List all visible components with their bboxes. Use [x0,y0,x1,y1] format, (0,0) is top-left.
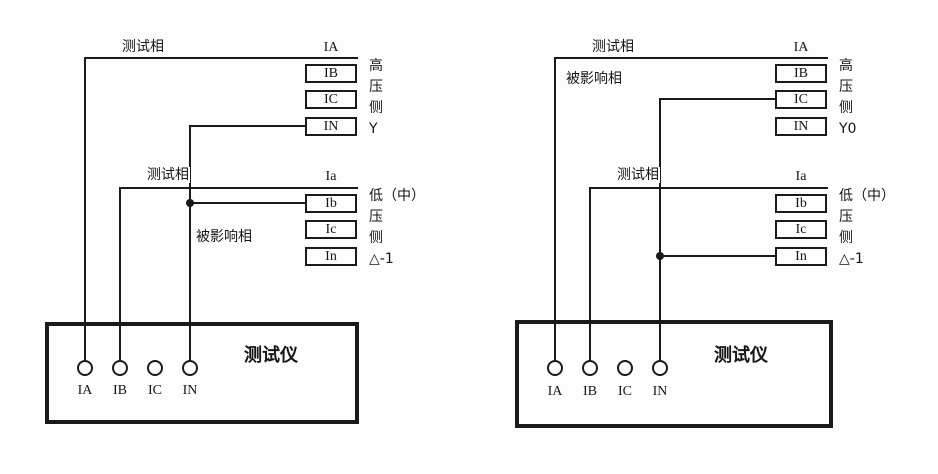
label-test-phase-top: 测试相 [121,39,165,55]
terminal-box-high-IB: IB [305,64,357,83]
terminal-high-IA: IA [323,40,339,55]
tester-terminal-label-IN: IN [182,383,198,398]
caption-low-side: 低（中） 压 侧 △-1 [839,186,895,270]
caption-char: 低（中） [839,188,895,204]
tester-terminal-IA [77,360,93,376]
terminal-high-IA: IA [793,40,809,55]
terminal-box-high-IN: IN [775,117,827,136]
caption-high-side: 高 压 侧 Y0 [839,56,856,140]
junction-dot-right [656,252,664,260]
tester-terminal-label-IN: IN [652,384,668,399]
terminal-box-low-In: In [305,247,357,266]
caption-char: 侧 [839,100,853,116]
terminal-box-low-Ib: Ib [305,194,357,213]
wire-left-testerIA-to-highIA [84,57,358,59]
label-affected-phase: 被影响相 [565,71,623,87]
terminal-box-high-IB: IB [775,64,827,83]
tester-box-right [515,320,833,428]
tester-terminal-label-IC: IC [148,383,162,398]
wire-left-testerIA-riser [84,57,86,360]
tester-box-left [45,322,359,424]
tester-terminal-IC [617,360,633,376]
tester-terminal-label-IB: IB [113,383,127,398]
caption-char: 侧 [839,230,853,246]
wire-right-branch-to-lowIn [659,255,776,257]
caption-char: △-1 [369,251,394,267]
caption-char: Y0 [839,121,857,137]
caption-char: 高 [369,58,383,74]
caption-low-side: 低（中） 压 侧 △-1 [369,186,425,270]
tester-terminal-label-IC: IC [618,384,632,399]
tester-terminal-IN [182,360,198,376]
terminal-low-Ia: Ia [795,169,807,184]
label-test-phase-mid: 测试相 [146,167,190,183]
caption-char: 侧 [369,230,383,246]
wire-left-testerIN-to-highIN [189,125,306,127]
terminal-box-low-In: In [775,247,827,266]
caption-char: 低（中） [369,188,425,204]
caption-char: 侧 [369,100,383,116]
terminal-box-low-Ic: Ic [775,220,827,239]
terminal-box-high-IN: IN [305,117,357,136]
tester-terminal-IA [547,360,563,376]
tester-terminal-IN [652,360,668,376]
caption-char: 压 [839,79,853,95]
terminal-box-high-IC: IC [775,90,827,109]
wire-left-testerIB-to-lowIa [119,187,358,189]
caption-high-side: 高 压 侧 Y [369,56,383,140]
tester-terminal-IC [147,360,163,376]
terminal-box-low-Ic: Ic [305,220,357,239]
caption-char: 高 [839,58,853,74]
tester-title: 测试仪 [244,345,298,366]
tester-terminal-IB [112,360,128,376]
wire-left-testerIN-riser [189,125,191,360]
junction-dot-left [186,199,194,207]
tester-terminal-label-IA: IA [77,383,93,398]
caption-char: 压 [839,209,853,225]
terminal-low-Ia: Ia [325,169,337,184]
wire-right-testerIN-to-highIC [659,98,776,100]
tester-terminal-label-IB: IB [583,384,597,399]
terminal-box-low-Ib: Ib [775,194,827,213]
wire-right-testerIN-riser [659,98,661,360]
caption-char: △-1 [839,251,864,267]
wire-right-testerIB-to-lowIa [589,187,828,189]
terminal-box-high-IC: IC [305,90,357,109]
tester-title: 测试仪 [714,345,768,366]
label-test-phase-top: 测试相 [591,39,635,55]
caption-char: 压 [369,79,383,95]
wire-right-testerIA-riser [554,57,556,360]
caption-char: Y [369,121,378,137]
wire-left-branch-to-lowIb [189,202,306,204]
label-test-phase-mid: 测试相 [616,167,660,183]
tester-terminal-label-IA: IA [547,384,563,399]
label-affected-phase: 被影响相 [195,229,253,245]
caption-char: 压 [369,209,383,225]
tester-terminal-IB [582,360,598,376]
wire-right-testerIA-to-highIA [554,57,828,59]
wire-left-testerIB-riser [119,187,121,360]
wire-right-testerIB-riser [589,187,591,360]
